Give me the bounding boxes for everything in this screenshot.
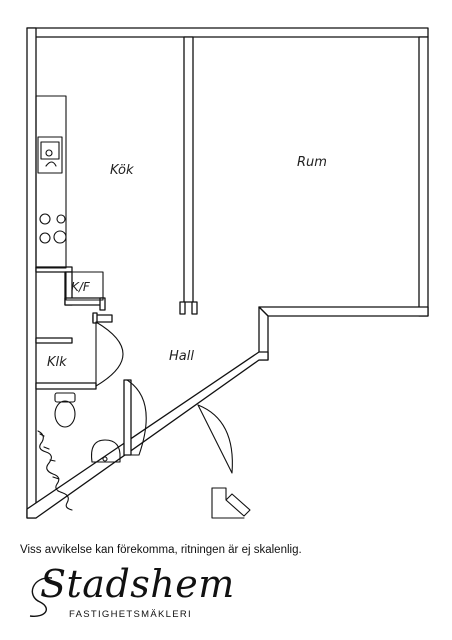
brand-logo: Stadshem FASTIGHETSMÄKLERI [22,562,282,626]
entrance-arrow-icon [211,487,251,519]
entrance-door-swing [197,404,233,474]
inner-walls [35,36,198,456]
closet-door-swing [95,321,124,387]
bathroom-door-swing [126,379,147,456]
room-label-kok: Kök [110,163,134,178]
room-label-klk: Klk [47,355,67,370]
kitchen-counter [35,95,67,269]
brand-subtitle: FASTIGHETSMÄKLERI [69,609,192,620]
disclaimer-text: Viss avvikelse kan förekomma, ritningen … [20,544,302,556]
floor-plan: Kök Rum K/F Klk Hall [26,27,429,519]
shower-curtain [37,430,73,511]
room-label-kf: K/F [71,280,91,294]
brand-name: Stadshem [40,562,235,606]
room-label-hall: Hall [169,349,194,364]
bathroom-sink [90,439,121,463]
brand-swash-icon [29,577,53,617]
room-label-rum: Rum [297,155,327,170]
toilet [54,392,76,428]
outer-walls [26,27,429,519]
fridge-freezer [65,271,104,301]
